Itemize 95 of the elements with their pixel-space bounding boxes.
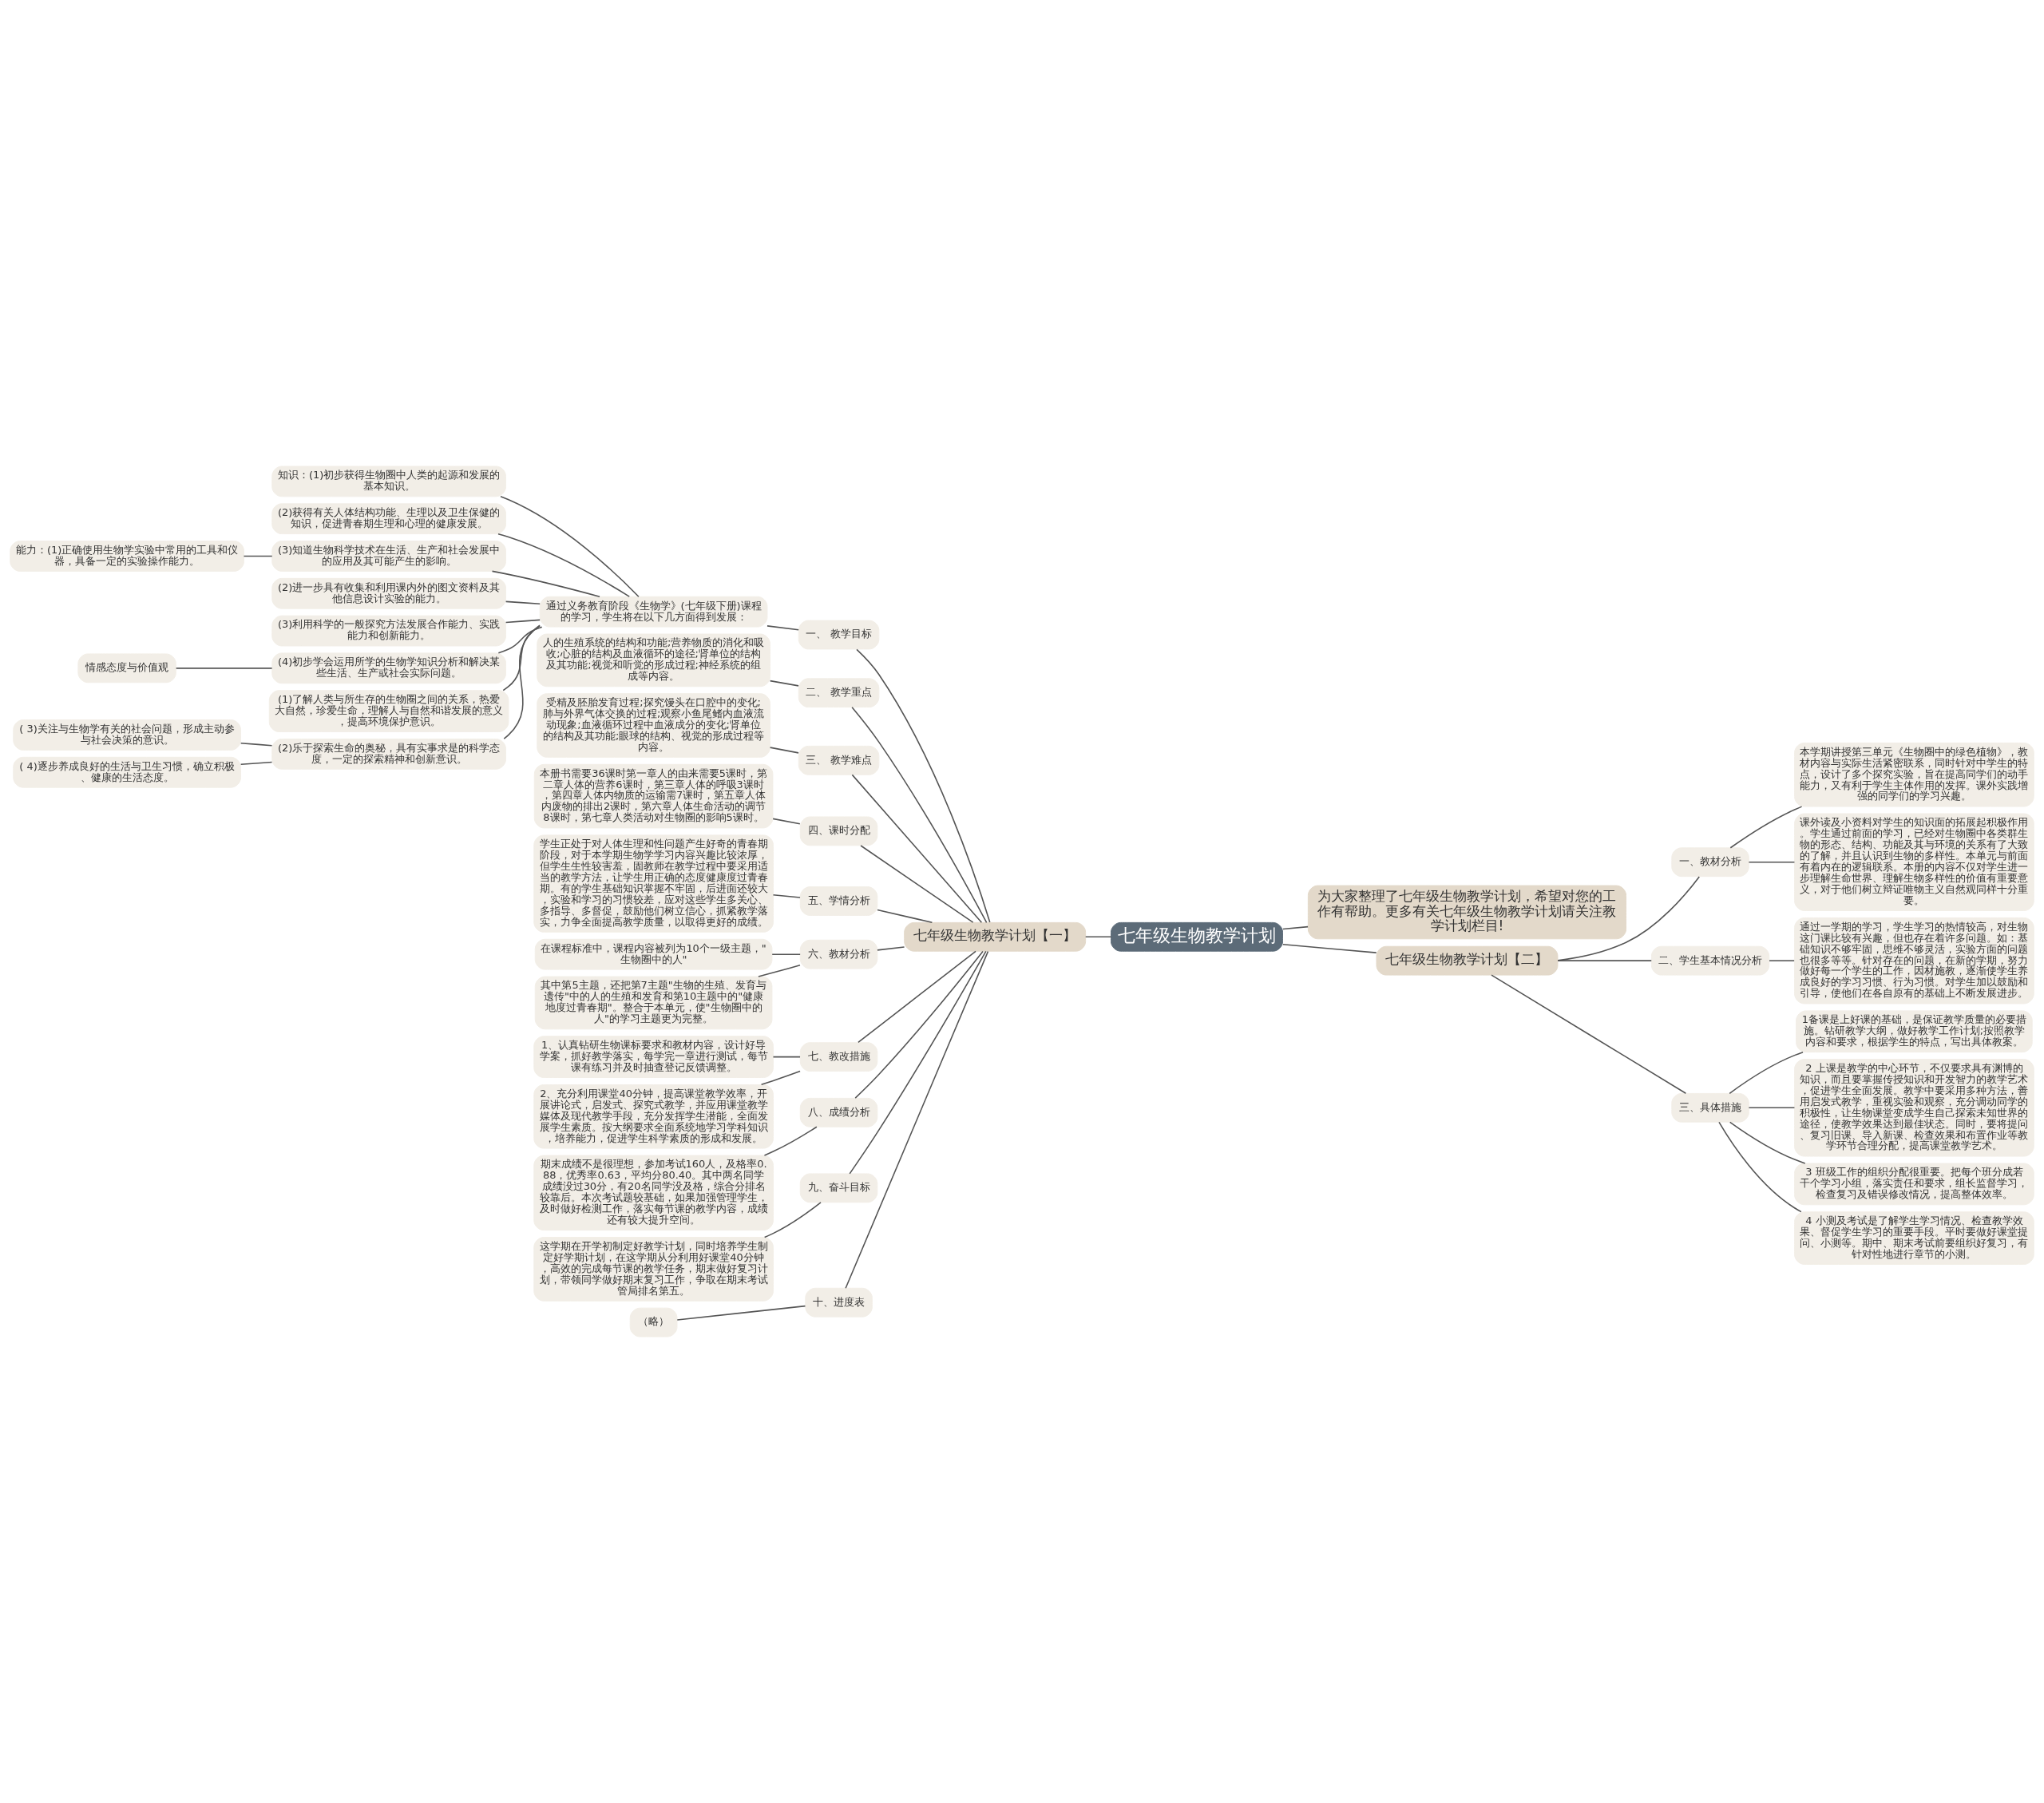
node-box: 为大家整理了七年级生物教学计划，希望对您的工作有帮助。更多有关七年级生物教学计划请关注教学计划栏目! [1307,885,1627,940]
connector [1084,936,1112,938]
node-box: 通过义务教育阶段《生物学》(七年级下册)课程的学习，学生将在以下几方面得到发展： [539,596,768,628]
connector [1491,974,1687,1095]
connector [877,909,933,924]
connector [849,950,987,1175]
connector [491,570,600,597]
connector [497,533,631,597]
connector [175,668,273,669]
connector [769,747,799,754]
connector [763,1202,822,1238]
connector [858,950,976,1044]
node-box: (4)初步学会运用所学的生物学知识分析和解决某些生活、生产或社会实际问题。 [271,652,506,684]
node-box: 七年级生物教学计划【一】 [904,921,1087,952]
connector [845,950,989,1290]
connector [860,845,974,923]
node-box: （略） [629,1307,678,1337]
connector [676,1305,806,1321]
connector [1729,806,1803,849]
node-box: 4 小测及考试是了解学生学习情况、检查教学效果、督促学生学习的重要手段。平时要做好课堂提问、小测等。期中、期末考试前要组织好复习，有针对性地进行章节的小测。 [1794,1211,2034,1265]
connector [1557,876,1701,961]
node-box: 2 上课是教学的中心环节，不仅要求具有渊博的知识，而且要掌握传授知识和开发智力的教学艺术，促进学生全面发展。教学中要采用多种方法，善用启发式教学，重视实验和观察，充分调动同学的积极性，让生物课堂变成学生自己探索未知世界的途径，使教学效果达到最佳状态。同时，要将提问、复习旧课、导入新课、检查效果和布置作业等教学环节合理分配，提高课堂教学艺术。 [1794,1059,2034,1157]
connector [500,496,640,597]
connector [851,774,983,924]
connector [502,625,541,691]
node-box: 四、课时分配 [799,816,878,846]
node-box: 三、具体措施 [1671,1092,1749,1123]
node-box: 在课程标准中，课程内容被列为10个一级主题，"生物圈中的人" [534,938,773,970]
connector [243,555,273,557]
connector [1729,1121,1806,1164]
connector [772,894,801,898]
node-box: 三、 教学难点 [798,745,880,775]
node-box: 六、教材分析 [799,939,878,969]
node-box: 七年级生物教学计划 [1111,921,1283,952]
node-box: 二、 教学重点 [798,678,880,708]
node-box: 一、 教学目标 [798,620,880,650]
connector [505,600,541,605]
node-box: 这学期在开学初制定好教学计划，同时培养学生制定好学期计划，在这学期从分利用好课堂40分钟，高效的完成每节课的教学任务，期末做好复习计划，带领同学做好期末复习工作，争取在期末考试管局排名第五。 [533,1237,774,1302]
node-box: 3 班级工作的组织分配很重要。把每个班分成若干个学习小组，落实责任和要求，组长监督学习，检查复习及错误修改情况，提高整体效率。 [1794,1163,2034,1206]
node-box: 情感态度与价值观 [77,653,176,684]
connector [497,626,543,654]
connector [851,707,988,924]
node-box: 2、充分利用课堂40分钟，提高课堂教学效率，开展讲论式，启发式、探究式教学，并应用课堂教学媒体及现代教学手段，充分发挥学生潜能，全面发展学生素质。按大纲要求全面系统地学习学科知识，培养能力，促进学生科学素质的形成和发展。 [533,1084,774,1149]
node-box: (1)了解人类与所生存的生物圈之间的关系，热爱大自然，珍爱生命，理解人与自然和谐发展的意义，提高环境保护意识。 [268,690,509,732]
node-box: 二、学生基本情况分析 [1650,945,1770,976]
node-box: 能力：(1)正确使用生物学实验中常用的工具和仪器，具备一定的实验操作能力。 [10,541,244,572]
node-box: 五、学情分析 [799,886,878,916]
node-box: 八、成绩分析 [799,1097,878,1127]
node-box: 本学期讲授第三单元《生物圈中的绿色植物》，教材内容与实际生活紧密联系，同时针对中学生的特点，设计了多个探究实验，旨在提高同学们的动手能力，又有利于学生主体作用的发挥。课外实践增强的同学们的学习兴趣。 [1794,742,2034,807]
connector [1282,944,1377,953]
connector [760,1070,801,1086]
connector [1729,1051,1804,1095]
node-box: ( 4)逐步养成良好的生活与卫生习惯，确立积极、健康的生活态度。 [13,756,241,788]
node-box: 人的生殖系统的结构和功能;营养物质的消化和吸收;心脏的结构及血液循环的途径;肾单位的结构及其功能;视觉和听觉的形成过程;神经系统的组成等内容。 [537,633,770,688]
connector [772,818,801,825]
connector [505,619,541,624]
connector [758,965,801,977]
connector [769,680,799,687]
connector [856,648,991,923]
node-box: (3)知道生物科学技术在生活、生产和社会发展中的应用及其可能产生的影响。 [271,541,506,572]
connector [503,624,541,740]
node-box: 七年级生物教学计划【二】 [1376,945,1559,976]
node-box: 十、进度表 [805,1287,873,1318]
node-box: 受精及胚胎发育过程;探究馒头在口腔中的变化;肺与外界气体交换的过程;观察小鱼尾鳍内血液流动现象;血液循环过程中血液成分的变化;肾单位的结构及其功能;眼球的结构、视觉的形成过程等内容。 [537,693,770,758]
node-box: 本册书需要36课时第一章人的由来需要5课时，第二章人体的营养6课时，第三章人体的呼吸3课时，第四章人体内物质的运输需7课时，第五章人体内废物的排出2课时，第六章人体生命活动的调节8课时，第七章人类活动对生物圈的影响5课时。 [533,763,774,829]
connector [240,761,273,766]
node-box: 其中第5主题，还把第7主题"生物的生殖、发育与遗传"中的人的生殖和发育和第10主题中的"健康地度过青春期"。整合于本单元，使"生物圈中的人"的学习主题更为完整。 [534,976,773,1030]
node-box: ( 3)关注与生物学有关的社会问题，形成主动参与社会决策的意识。 [13,719,241,751]
connector [1748,861,1796,863]
connector [1718,1121,1802,1213]
connector [766,625,799,631]
connector [1769,960,1795,961]
node-box: 学生正处于对人体生理和性问题产生好奇的青春期阶段，对于本学期生物学学习内容兴趣比较浓厚，但学生生性较害羞，固教师在教学过程中要采用适当的教学方法，让学生用正确的态度健康度过青春期。有的学生基础知识掌握不牢固，后进面还较大，实验和学习的习惯较差，应对这些学生多关心、多指导、多督促，鼓励他们树立信心，抓紧教学落实，力争全面提高教学质量，以取得更好的成绩。 [533,834,774,933]
node-box: (2)获得有关人体结构功能、生理以及卫生保健的知识，促进青春期生理和心理的健康发展。 [271,503,506,535]
connector [240,743,273,747]
connector [854,950,984,1099]
connector [1748,1107,1796,1109]
connector [763,1126,818,1156]
connector [771,953,801,955]
node-box: 九、奋斗目标 [799,1173,878,1203]
connector [772,1056,801,1058]
node-box: (2)进一步具有收集和利用课内外的图文资料及其他信息设计实验的能力。 [271,577,506,609]
connector [877,946,905,951]
node-box: (2)乐于探索生命的奥秘，具有实事求是的科学态度，一定的探索精神和创新意识。 [271,738,506,770]
connector [1282,925,1309,930]
node-box: 知识：(1)初步获得生物圈中人类的起源和发展的基本知识。 [271,466,506,497]
node-box: 1、认真钻研生物课标要求和教材内容，设计好导学案，抓好教学落实，每学完一章进行测试，每节课有练习并及时抽查登记反馈调整。 [533,1036,774,1078]
node-box: (3)利用科学的一般探究方法发展合作能力、实践能力和创新能力。 [271,615,506,647]
node-box: 课外读及小资料对学生的知识面的拓展起积极作用。学生通过前面的学习，已经对生物圈中各类群生物的形态、结构、功能及其与环境的关系有了大致的了解，并且认识到生物的多样性。本单元与前面有着内在的逻辑联系。本册的内容不仅对学生进一步理解生命世界、理解生物多样性的价值有重要意义，对于他们树立辩证唯物主义自然观同样十分重要。 [1794,813,2034,911]
node-box: 1备课是上好课的基础，是保证教学质量的必要措施。钻研教学大纲，做好教学工作计划;按照教学内容和要求，根据学生的特点，写出具体教案。 [1796,1010,2033,1053]
node-box: 期末成绩不是很理想，参加考试160人，及格率0.88，优秀率0.63，平均分80.40。其中两名同学成绩没过30分，有20名同学没及格，综合分排名较靠后。本次考试题较基础，如果加强管理学生，及时做好检测工作，落实每节课的教学内容，成绩还有较大提升空间。 [533,1155,774,1231]
node-box: 通过一学期的学习，学生学习的热情较高，对生物这门课比较有兴趣，但也存在着许多问题。如：基础知识不够牢固，思维不够灵活，实验方面的问题也很多等等。针对存在的问题，在新的学期，努力做好每一个学生的工作，因材施教，逐渐使学生养成良好的学习习惯、行为习惯。对学生加以鼓励和引导，使他们在各自原有的基础上不断发展进步。 [1794,917,2034,1005]
node-box: 一、教材分析 [1671,847,1749,878]
connector [1557,960,1653,961]
node-box: 七、教改措施 [799,1042,878,1072]
